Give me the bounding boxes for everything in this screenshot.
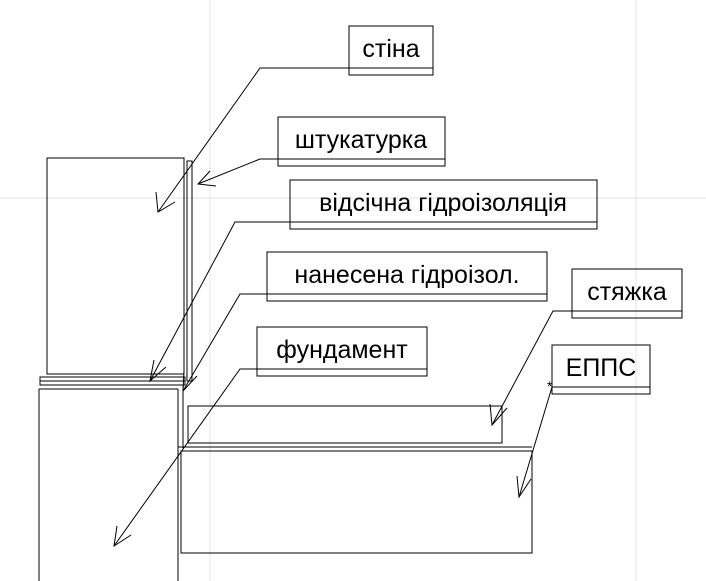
plaster-layer bbox=[186, 160, 193, 382]
label-plaster-box bbox=[277, 116, 446, 167]
leader-screed bbox=[489, 310, 572, 427]
leader-wall bbox=[155, 67, 349, 213]
label-foundation: фундамент bbox=[256, 326, 428, 377]
leader-screed-arrowhead bbox=[489, 403, 508, 427]
label-foundation-text: фундамент bbox=[276, 336, 408, 364]
leader-foundation-arrowhead bbox=[113, 525, 132, 548]
label-xps: ЕППС bbox=[551, 344, 651, 395]
leader-wall-line bbox=[157, 67, 349, 213]
xps-board bbox=[180, 450, 533, 554]
label-plaster-text: штукатурка bbox=[295, 126, 427, 154]
label-wall-text: стіна bbox=[362, 35, 419, 63]
leader-wall-arrowhead bbox=[155, 191, 176, 213]
leader-foundation-line bbox=[113, 368, 257, 547]
leader-applied-waterproofing-arrowhead bbox=[182, 370, 198, 393]
label-wall: стіна bbox=[348, 25, 434, 76]
wall-block bbox=[46, 157, 185, 375]
label-applied-waterproofing-text: нанесена гідроізол. bbox=[294, 261, 519, 289]
leader-applied-waterproofing bbox=[182, 293, 267, 393]
leader-cutoff-waterproofing-line bbox=[149, 221, 290, 382]
label-xps-text: ЕППС bbox=[566, 354, 637, 382]
leader-plaster bbox=[196, 158, 278, 187]
label-screed-text: стяжка bbox=[587, 278, 667, 306]
label-screed-box bbox=[571, 268, 683, 319]
screed-slab bbox=[187, 405, 503, 444]
label-screed: стяжка bbox=[571, 268, 683, 319]
leader-cutoff-waterproofing bbox=[149, 221, 290, 383]
leader-applied-waterproofing-line bbox=[182, 293, 267, 392]
label-applied-waterproofing-box bbox=[266, 251, 548, 302]
leader-xps: * bbox=[516, 378, 553, 499]
label-plaster: штукатурка bbox=[277, 116, 446, 167]
label-cutoff-waterproofing: відсічна гідроізоляція bbox=[289, 179, 598, 230]
structure bbox=[38, 157, 533, 581]
label-wall-box bbox=[348, 25, 434, 76]
leader-foundation bbox=[113, 368, 257, 548]
leader-cutoff-waterproofing-arrowhead bbox=[149, 359, 167, 383]
leader-plaster-line bbox=[197, 158, 278, 185]
label-xps-box bbox=[551, 344, 651, 395]
label-cutoff-waterproofing-box bbox=[289, 179, 598, 230]
leader-xps-line bbox=[518, 386, 553, 498]
label-applied-waterproofing: нанесена гідроізол. bbox=[266, 251, 548, 302]
leader-xps-asterisk-marker: * bbox=[547, 378, 553, 394]
label-foundation-box bbox=[256, 326, 428, 377]
label-cutoff-waterproofing-text: відсічна гідроізоляція bbox=[319, 189, 567, 217]
leader-plaster-arrowhead bbox=[196, 170, 217, 187]
leader-screed-line bbox=[491, 310, 572, 426]
leader-xps-arrowhead bbox=[516, 475, 532, 499]
